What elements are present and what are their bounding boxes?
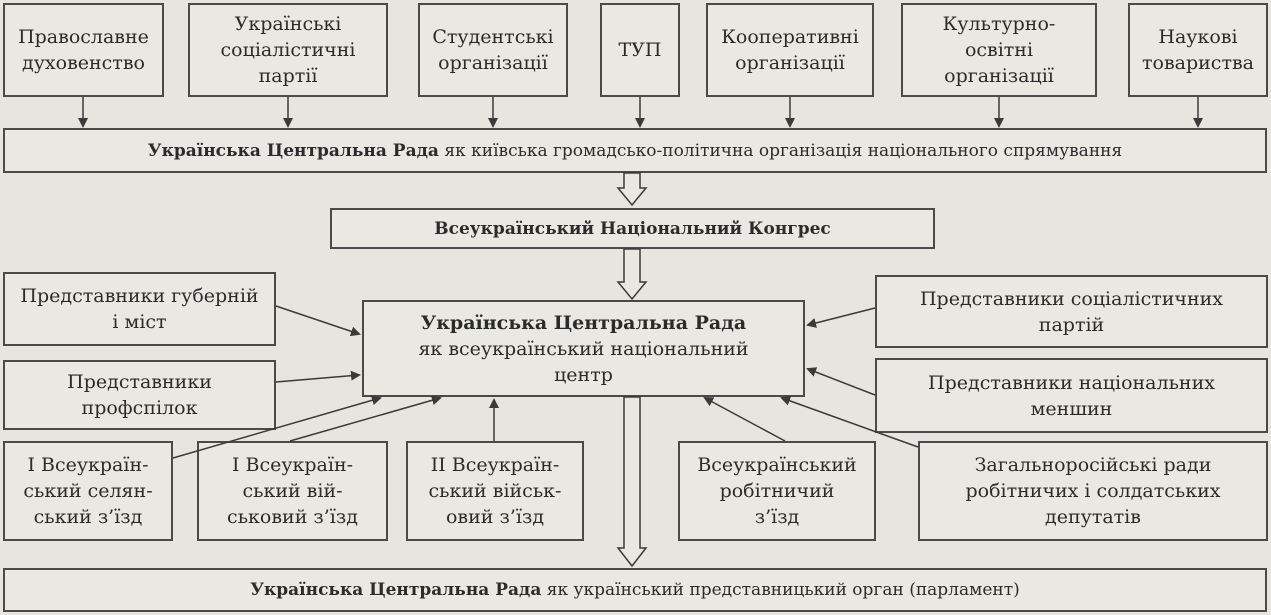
rada-kyiv-organization: Українська Центральна Рада як київська г… <box>3 128 1267 173</box>
double-arrow <box>616 172 648 207</box>
bottom-input-box: I Всеукраїн- ський вій- ськовий з’їзд <box>197 441 388 541</box>
rada-name: Українська Центральна Рада <box>420 311 747 334</box>
rada-parliament: Українська Центральна Рада як українськи… <box>3 568 1267 612</box>
top-source-box: Православне духовенство <box>3 3 164 97</box>
right-input-box: Представники соціалістичних партій <box>875 275 1268 348</box>
double-arrow <box>616 248 648 301</box>
top-source-box: Кооперативні організації <box>706 3 874 97</box>
arrow <box>806 367 876 396</box>
right-input-box: Представники національних меншин <box>875 358 1268 433</box>
arrow <box>806 307 876 328</box>
top-source-box: Студентські організації <box>418 3 568 97</box>
left-input-box: Представники профспілок <box>3 360 276 430</box>
bottom-input-box: I Всеукраїн- ський селян- ський з’їзд <box>3 441 173 541</box>
left-input-box: Представники губерній і міст <box>3 272 276 346</box>
top-source-box: ТУП <box>600 3 680 97</box>
rada-description: як київська громадсько-політична організ… <box>438 140 1123 161</box>
rada-name: Українська Центральна Рада <box>250 580 542 600</box>
bottom-input-box: Всеукраїнський робітничий з’їзд <box>678 441 876 541</box>
rada-description: як всеукраїнський національний центр <box>418 337 749 386</box>
rada-description: як український представницький орган (па… <box>541 580 1020 600</box>
arrow <box>289 395 442 442</box>
top-source-box: Українські соціалістичні партії <box>188 3 388 97</box>
arrow <box>275 305 361 337</box>
top-source-box: Наукові товариства <box>1128 3 1268 97</box>
arrow <box>275 370 361 383</box>
top-source-box: Культурно- освітні організації <box>901 3 1097 97</box>
bottom-input-box: II Всеукраїн- ський військ- овий з’їзд <box>406 441 584 541</box>
rada-national-center: Українська Центральна Рада як всеукраїнс… <box>362 300 805 397</box>
double-arrow <box>616 396 648 568</box>
arrow <box>703 397 786 442</box>
bottom-input-box: Загальноросійські ради робітничих і солд… <box>918 441 1268 541</box>
national-congress: Всеукраїнський Національний Конгрес <box>330 208 935 249</box>
rada-name: Українська Центральна Рада <box>147 140 439 161</box>
